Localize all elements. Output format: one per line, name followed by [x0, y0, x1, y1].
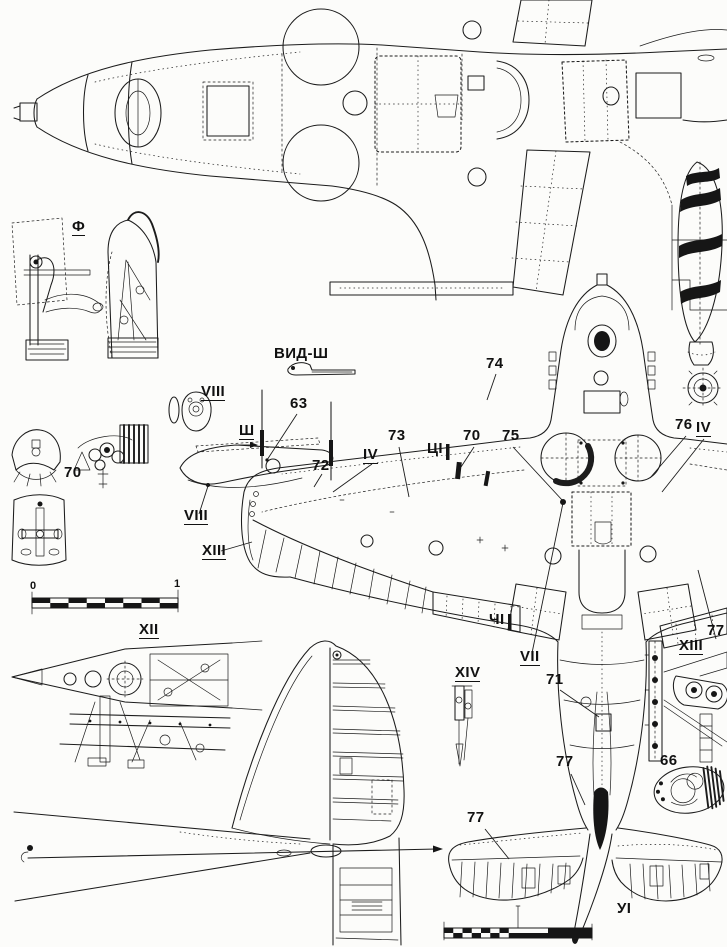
stabilizer-edge-view	[13, 811, 443, 902]
detail-xii-tailwheel	[11, 640, 263, 769]
detail-brake-mechanism	[73, 424, 149, 489]
detail-view-f	[11, 217, 104, 361]
detail-plate	[11, 494, 67, 566]
scale-bar-bottom	[443, 905, 593, 941]
detail-xiv	[451, 685, 473, 767]
detail-vid-sh	[287, 362, 356, 376]
detail-70-hub	[11, 429, 61, 487]
detail-wing-rib	[105, 211, 160, 359]
propeller-blade-detail	[677, 161, 724, 409]
leader-lines	[198, 373, 717, 860]
detail-viii-ovals	[168, 391, 212, 432]
scale-bar-left	[31, 589, 179, 615]
fin-side-view	[231, 640, 405, 946]
detail-66-wingtip	[653, 765, 725, 814]
main-plan-view	[241, 273, 727, 944]
detail-xiii-bracket	[644, 640, 727, 763]
top-center-section-view	[13, 0, 727, 311]
detail-63-fillet	[179, 389, 334, 488]
